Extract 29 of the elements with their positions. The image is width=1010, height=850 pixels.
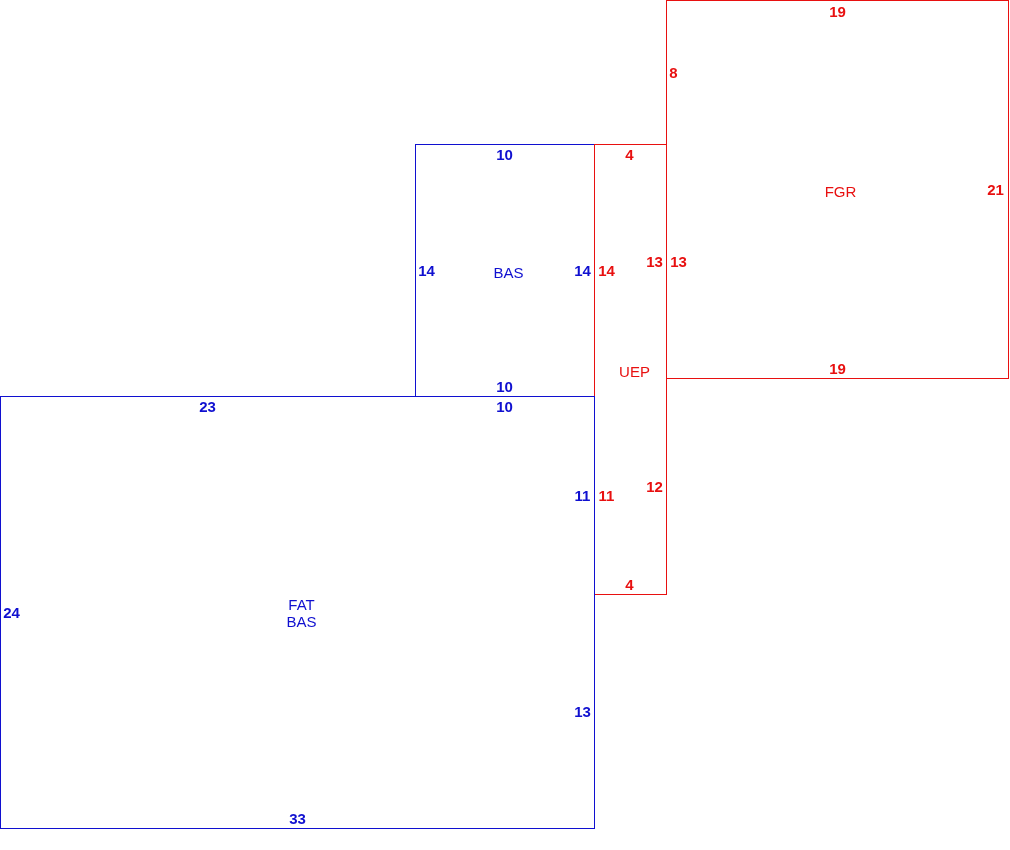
room-outline — [415, 144, 595, 397]
room-outline — [666, 0, 1009, 379]
dimension-label: 24 — [3, 603, 20, 620]
dimension-label: 14 — [574, 261, 591, 278]
dimension-label: 19 — [829, 359, 846, 376]
room-outline — [0, 396, 595, 829]
dimension-label: 8 — [669, 63, 678, 80]
dimension-label: 21 — [987, 180, 1004, 197]
room-name: FAT BAS — [285, 595, 318, 630]
dimension-label: 13 — [646, 252, 663, 269]
dimension-label: 10 — [496, 145, 513, 162]
room-name: BAS — [493, 263, 524, 280]
dimension-label: 19 — [829, 2, 846, 19]
dimension-label: 10 — [496, 377, 513, 394]
dimension-label: 14 — [598, 261, 615, 278]
dimension-label: 11 — [574, 486, 591, 503]
dimension-label: 13 — [574, 702, 591, 719]
dimension-label: 4 — [625, 575, 634, 592]
dimension-label: 12 — [646, 477, 663, 494]
dimension-label: 4 — [625, 145, 634, 162]
room-name: FGR — [824, 182, 857, 199]
room-name: UEP — [619, 362, 650, 379]
dimension-label: 11 — [598, 486, 615, 503]
room-outline — [594, 144, 667, 595]
dimension-label: 33 — [289, 809, 306, 826]
dimension-label: 10 — [496, 397, 513, 414]
dimension-label: 23 — [199, 397, 216, 414]
dimension-label: 13 — [670, 252, 687, 269]
dimension-label: 14 — [418, 261, 435, 278]
